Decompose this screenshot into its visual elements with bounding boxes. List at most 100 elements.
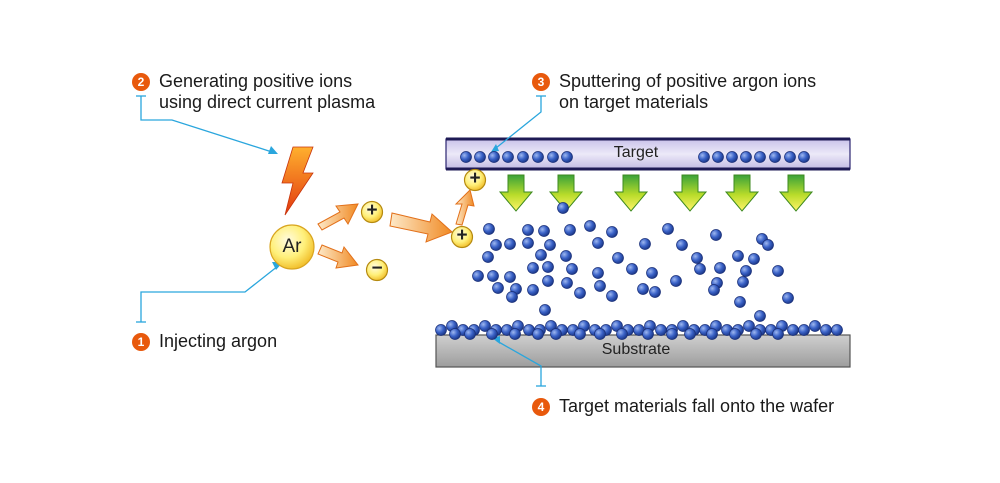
- particle: [487, 270, 499, 282]
- particle: [740, 151, 752, 163]
- particle: [435, 324, 447, 336]
- target-label: Target: [613, 144, 659, 161]
- particle: [542, 261, 554, 273]
- particle: [506, 291, 518, 303]
- particle: [557, 202, 569, 214]
- lightning-bolt-icon: [281, 146, 314, 216]
- ion-plus-label: +: [456, 225, 468, 246]
- particle: [490, 239, 502, 251]
- particle: [782, 292, 794, 304]
- particle: [592, 237, 604, 249]
- argon-label: Ar: [282, 236, 302, 257]
- particle: [676, 239, 688, 251]
- sputter-arrow: [548, 174, 584, 212]
- particle: [564, 224, 576, 236]
- sputter-arrow: [672, 174, 708, 212]
- particle: [677, 320, 689, 332]
- particle: [574, 287, 586, 299]
- particle: [737, 276, 749, 288]
- particle: [492, 282, 504, 294]
- step-label: Generating positive ions using direct cu…: [159, 71, 376, 112]
- particle: [772, 328, 784, 340]
- particle: [714, 262, 726, 274]
- particle: [708, 284, 720, 296]
- leader-lines: [136, 95, 546, 387]
- particle: [538, 225, 550, 237]
- particle: [616, 328, 628, 340]
- substrate-label: Substrate: [601, 341, 671, 358]
- step-number-badge: 1: [132, 333, 150, 351]
- particle: [666, 328, 678, 340]
- particle: [535, 249, 547, 261]
- particle: [561, 151, 573, 163]
- ions: [360, 168, 487, 282]
- particle: [482, 251, 494, 263]
- particle: [729, 328, 741, 340]
- particle: [684, 328, 696, 340]
- particle: [584, 220, 596, 232]
- step-number-badge: 4: [532, 398, 550, 416]
- particle: [527, 284, 539, 296]
- sputter-arrow: [613, 174, 649, 212]
- particle: [646, 267, 658, 279]
- step-number-badge: 3: [532, 73, 550, 91]
- particle: [486, 328, 498, 340]
- particle: [662, 223, 674, 235]
- particle: [522, 224, 534, 236]
- particle: [798, 151, 810, 163]
- particle: [734, 296, 746, 308]
- particle: [504, 271, 516, 283]
- particle: [743, 320, 755, 332]
- particle: [561, 277, 573, 289]
- particle: [694, 263, 706, 275]
- particle: [606, 226, 618, 238]
- particle: [532, 328, 544, 340]
- step-label: Sputtering of positive argon ions on tar…: [559, 71, 817, 112]
- argon-atom: [269, 224, 315, 270]
- sputter-arrow: [498, 174, 534, 212]
- step-label: Injecting argon: [159, 331, 278, 351]
- particle: [479, 320, 491, 332]
- particle: [639, 238, 651, 250]
- particle: [754, 310, 766, 322]
- particle: [542, 275, 554, 287]
- sputter-arrow: [724, 174, 760, 212]
- particle: [522, 237, 534, 249]
- particle: [750, 328, 762, 340]
- step-label: Target materials fall onto the wafer: [559, 396, 835, 416]
- particle: [488, 151, 500, 163]
- particle: [732, 250, 744, 262]
- particle: [460, 151, 472, 163]
- particle: [670, 275, 682, 287]
- particle: [698, 151, 710, 163]
- particle: [483, 223, 495, 235]
- particle: [606, 290, 618, 302]
- particle: [566, 263, 578, 275]
- particle: [754, 151, 766, 163]
- particle: [532, 151, 544, 163]
- step-number-badge: 2: [132, 73, 150, 91]
- particle: [798, 324, 810, 336]
- particle: [712, 151, 724, 163]
- particle: [649, 286, 661, 298]
- particle: [592, 267, 604, 279]
- particle: [594, 280, 606, 292]
- particle: [474, 151, 486, 163]
- ion-plus-label: +: [469, 168, 481, 189]
- step-4: 4 Target materials fall onto the wafer: [532, 396, 834, 417]
- particle: [769, 151, 781, 163]
- particle: [574, 328, 586, 340]
- particle: [509, 328, 521, 340]
- step-1: 1 Injecting argon: [132, 331, 277, 352]
- particle: [544, 239, 556, 251]
- particle: [502, 151, 514, 163]
- particle: [831, 324, 843, 336]
- particle: [560, 250, 572, 262]
- sputter-arrow: [778, 174, 814, 212]
- particle: [655, 324, 667, 336]
- particle: [504, 238, 516, 250]
- particle: [642, 328, 654, 340]
- target-plate: [445, 138, 851, 170]
- particle: [809, 320, 821, 332]
